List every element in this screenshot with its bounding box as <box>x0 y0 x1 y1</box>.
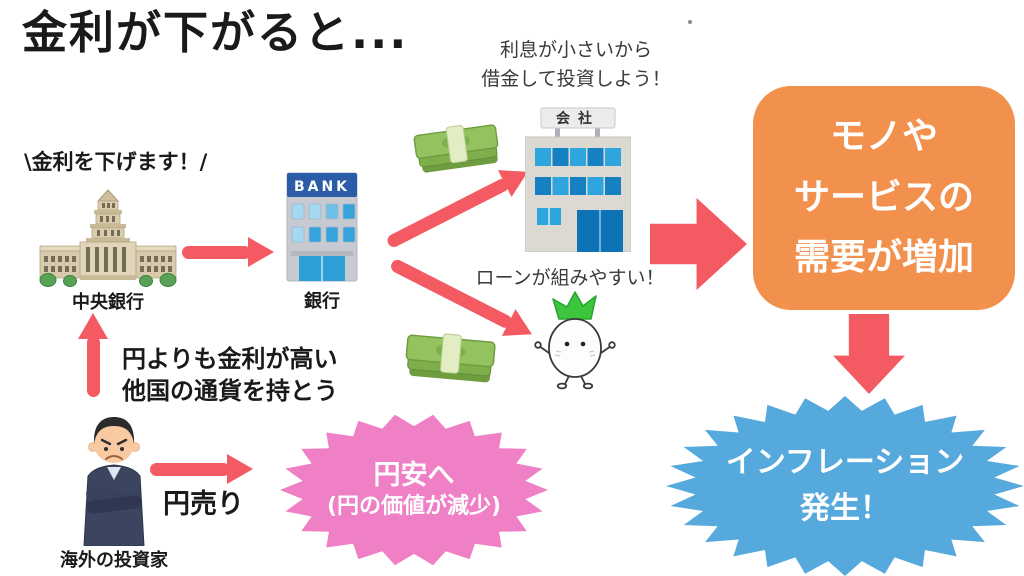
yen-burst-line2: (円の価値が減少) <box>326 494 502 520</box>
stray-dot <box>688 20 692 24</box>
arrow-centralbank-to-bank <box>182 237 274 267</box>
page-title: 金利が下がると... <box>22 6 409 59</box>
bank-label: 銀行 <box>304 291 340 312</box>
yen-sell-label: 円売り <box>163 489 244 520</box>
arrow-investor-to-centralbank <box>78 313 108 397</box>
money-stack-icon <box>413 124 499 173</box>
loan-note: ローンが組みやすい！ <box>475 267 665 289</box>
bank-building-icon: BANK <box>286 172 358 282</box>
parliament-building-icon <box>39 189 177 287</box>
investor-label: 海外の投資家 <box>60 550 168 571</box>
bank-sign-text: BANK <box>294 179 350 195</box>
invest-note: 利息が小さいから 借金して投資しよう！ <box>481 39 671 90</box>
rate-cut-callout: \金利を下げます！/ <box>24 150 208 174</box>
radish-character-icon <box>534 291 616 390</box>
company-sign-text: 会社 <box>556 110 600 127</box>
yen-depreciation-burst: 円安へ (円の価値が減少) <box>280 414 548 566</box>
yen-burst-line1: 円安へ <box>373 460 455 492</box>
investor-thought-text: 円よりも金利が高い 他国の通貨を持とう <box>122 345 338 406</box>
office-building-icon: 会社 <box>525 107 631 252</box>
money-stack-icon <box>405 333 496 383</box>
arrow-investor-to-yen-burst <box>150 454 253 484</box>
demand-increase-box: モノや サービスの 需要が増加 <box>753 86 1015 310</box>
businessman-icon <box>83 417 145 546</box>
arrow-to-inflation-burst <box>833 314 905 394</box>
inflation-burst: インフレーション 発生！ <box>666 396 1024 576</box>
central-bank-label: 中央銀行 <box>72 292 144 313</box>
